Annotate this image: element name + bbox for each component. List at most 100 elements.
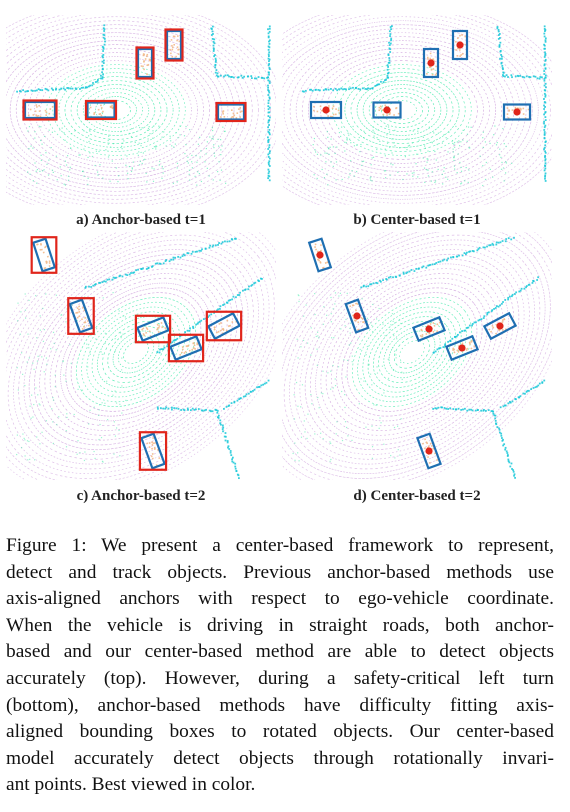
- detected-object: [30, 236, 58, 274]
- center-point: [425, 325, 433, 333]
- subcaption-a: a) Anchor-based t=1: [76, 212, 206, 228]
- caption-line: Figure 1: We present a center-based fram…: [6, 535, 554, 556]
- anchor-box: [205, 310, 243, 342]
- center-point: [383, 106, 391, 114]
- detected-object: [134, 314, 172, 344]
- detected-object: [67, 297, 95, 335]
- lidar-edge: [360, 236, 515, 289]
- panel-d-center-t2: [282, 232, 552, 480]
- lidar-edge: [223, 379, 270, 410]
- object-box: [411, 315, 447, 343]
- lidar-view-c: [6, 232, 276, 480]
- caption-line: When the vehicle is driving in straight …: [6, 614, 554, 636]
- lidar-ground: [16, 292, 127, 463]
- detected-object: [307, 237, 333, 273]
- lidar-edge: [496, 26, 547, 80]
- lidar-view-d: [282, 232, 552, 480]
- object-box: [372, 101, 402, 119]
- lidar-rings: [282, 15, 552, 205]
- panel-a-anchor-t1: [6, 15, 276, 205]
- center-point: [513, 108, 521, 116]
- caption-line: ant points. Best viewed in color.: [6, 774, 256, 796]
- detected-object: [344, 298, 370, 334]
- caption-line: aligned bounding boxes to rotated object…: [6, 721, 554, 743]
- center-point: [353, 312, 361, 320]
- object-box: [31, 237, 57, 273]
- detected-object: [451, 29, 469, 61]
- anchor-box: [84, 99, 118, 121]
- anchor-box: [215, 101, 247, 123]
- center-point: [458, 344, 466, 352]
- center-point: [316, 251, 324, 259]
- object-box: [206, 311, 242, 341]
- detected-object: [164, 28, 184, 62]
- object-box: [135, 315, 171, 343]
- detected-object: [372, 101, 402, 119]
- anchor-box: [138, 431, 168, 471]
- object-box: [307, 237, 333, 273]
- object-box: [482, 311, 518, 341]
- subcaption-b: b) Center-based t=1: [353, 212, 481, 228]
- lidar-edge: [84, 237, 237, 289]
- lidar-ground: [27, 125, 227, 186]
- lidar-rings: [6, 15, 276, 205]
- lidar-edge: [543, 25, 547, 182]
- lidar-ground: [312, 125, 513, 187]
- object-box: [168, 334, 204, 362]
- object-box: [165, 29, 183, 61]
- anchor-box: [135, 46, 155, 80]
- detected-object: [167, 333, 205, 363]
- panel-b-center-t1: [282, 15, 552, 205]
- lidar-edge: [301, 25, 393, 93]
- object-box: [344, 298, 370, 334]
- object-box: [502, 103, 532, 121]
- anchor-box: [30, 236, 58, 274]
- detected-object: [135, 46, 155, 80]
- caption-line: accurately (top). However, during a safe…: [6, 667, 554, 689]
- detected-object: [422, 47, 440, 79]
- object-box: [422, 47, 440, 79]
- object-box: [140, 432, 166, 470]
- object-box: [136, 47, 154, 79]
- panel-c-anchor-t2: [6, 232, 276, 480]
- lidar-view-a: [6, 15, 276, 205]
- detected-object: [502, 103, 532, 121]
- object-box: [23, 100, 57, 120]
- object-box: [451, 29, 469, 61]
- lidar-edge: [499, 379, 546, 409]
- anchor-box: [134, 314, 172, 344]
- caption-line: model accurately detect objects through …: [6, 747, 554, 769]
- object-box: [216, 103, 246, 121]
- center-point: [322, 106, 330, 114]
- caption-line: detect and track objects. Previous ancho…: [6, 561, 554, 583]
- center-point: [427, 59, 435, 67]
- anchor-box: [22, 99, 58, 121]
- lidar-edge: [16, 24, 106, 93]
- lidar-edge: [156, 406, 240, 480]
- anchor-box: [164, 28, 184, 62]
- center-point: [456, 41, 464, 49]
- center-point: [425, 447, 433, 455]
- center-point: [496, 322, 504, 330]
- object-box: [444, 334, 480, 362]
- detected-object: [411, 315, 447, 343]
- anchor-box: [167, 333, 205, 363]
- object-box: [416, 432, 442, 470]
- lidar-ground: [292, 292, 403, 462]
- detected-object: [309, 100, 343, 120]
- detected-object: [205, 310, 243, 342]
- subcaption-d: d) Center-based t=2: [353, 488, 481, 504]
- lidar-edge: [267, 25, 271, 182]
- detected-object: [22, 99, 58, 121]
- detected-object: [138, 431, 168, 471]
- lidar-view-b: [282, 15, 552, 205]
- anchor-box: [67, 297, 95, 335]
- lidar-edge: [156, 277, 263, 354]
- detected-object: [482, 311, 518, 341]
- subcaption-c: c) Anchor-based t=2: [76, 488, 206, 504]
- caption-line: axis-aligned anchors with respect to ego…: [6, 588, 554, 610]
- lidar-edge: [432, 406, 516, 479]
- object-box: [309, 100, 343, 120]
- detected-object: [444, 334, 480, 362]
- lidar-edge: [210, 25, 269, 80]
